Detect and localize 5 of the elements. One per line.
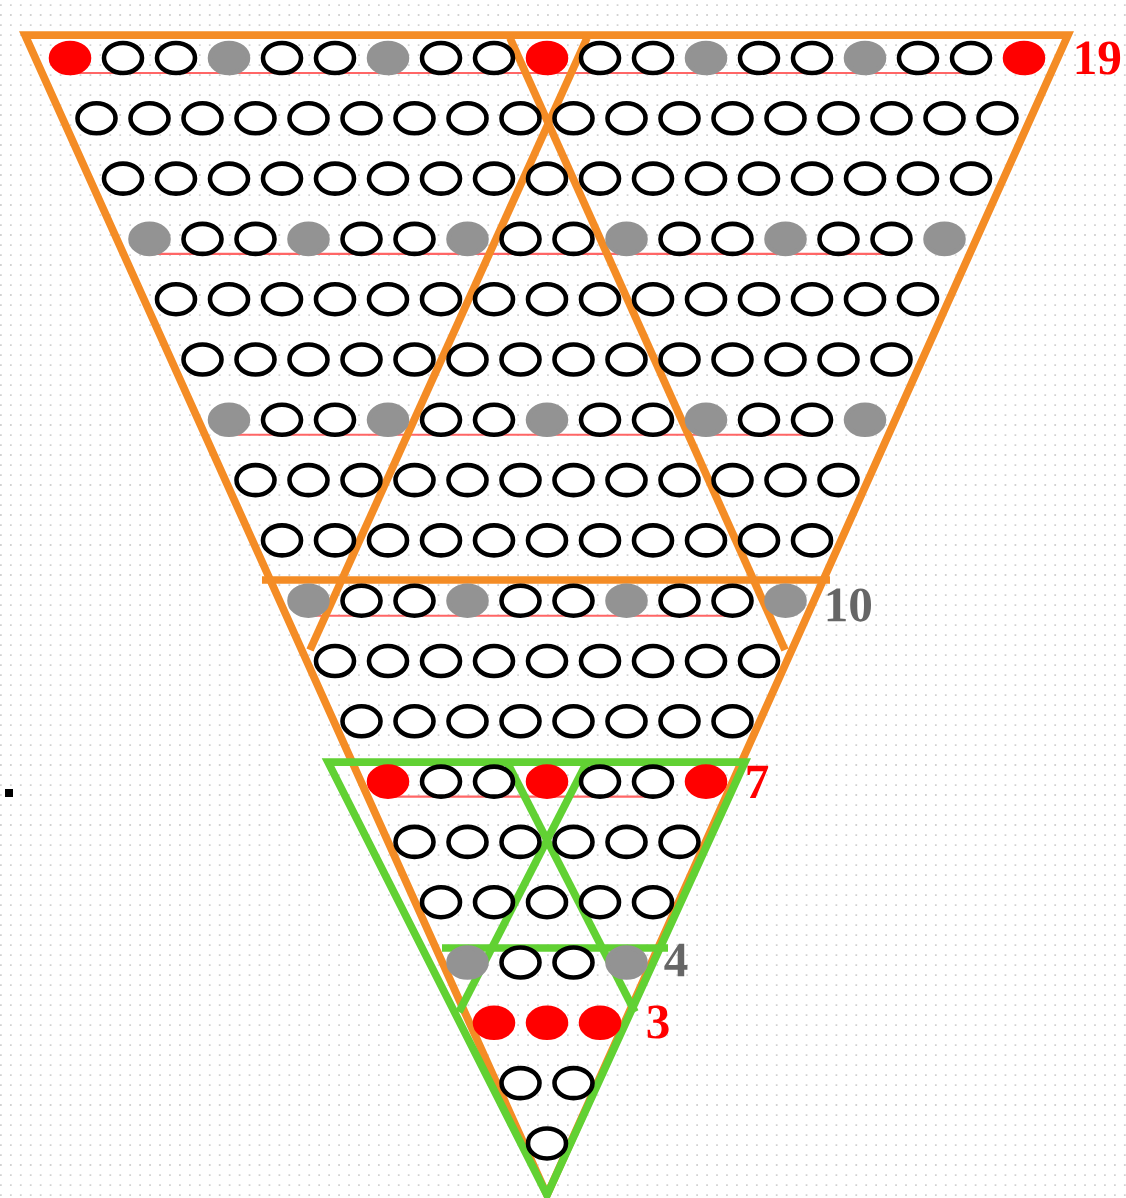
row-count-label: 3 bbox=[647, 1005, 669, 1039]
row-count-label: 19 bbox=[1076, 41, 1121, 75]
row-count-label: 4 bbox=[664, 943, 688, 977]
row-count-label: 10 bbox=[827, 588, 871, 622]
row-count-label: 7 bbox=[747, 765, 769, 799]
